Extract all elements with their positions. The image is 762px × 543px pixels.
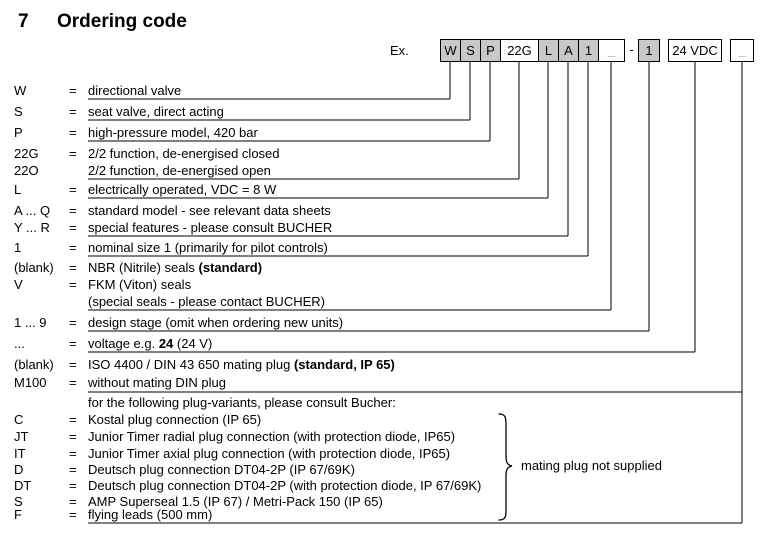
code-box-1: 1	[578, 39, 599, 62]
code-box-22g: 22G	[500, 39, 539, 62]
code-description: Junior Timer axial plug connection (with…	[88, 446, 451, 461]
code-value: 22O	[14, 163, 39, 178]
code-value: JT	[14, 429, 29, 444]
code-value: IT	[14, 446, 26, 461]
code-description: seat valve, direct acting	[88, 104, 224, 119]
code-description: (special seals - please contact BUCHER)	[88, 294, 325, 309]
code-box-w: W	[440, 39, 461, 62]
equals-sign: =	[69, 375, 77, 390]
code-description: electrically operated, VDC = 8 W	[88, 182, 277, 197]
code-description: design stage (omit when ordering new uni…	[88, 315, 344, 330]
equals-sign: =	[69, 462, 77, 477]
equals-sign: =	[69, 277, 77, 292]
equals-sign: =	[69, 357, 77, 372]
equals-sign: =	[69, 315, 77, 330]
code-description: high-pressure model, 420 bar	[88, 125, 258, 140]
equals-sign: =	[69, 104, 77, 119]
code-description: Deutsch plug connection DT04-2P (IP 67/6…	[88, 462, 355, 477]
code-value: C	[14, 412, 24, 427]
code-description: directional valve	[88, 83, 182, 98]
code-description: Kostal plug connection (IP 65)	[88, 412, 262, 427]
code-description: voltage e.g. 24 (24 V)	[88, 336, 213, 351]
code-box-s: S	[460, 39, 481, 62]
code-value: D	[14, 462, 24, 477]
equals-sign: =	[69, 429, 77, 444]
code-box-seal-blank: _	[598, 39, 625, 62]
code-value: DT	[14, 478, 32, 493]
equals-sign: =	[69, 494, 77, 509]
equals-sign: =	[69, 220, 77, 235]
code-value: (blank)	[14, 260, 54, 275]
example-label: Ex.	[390, 43, 409, 58]
code-description: without mating DIN plug	[88, 375, 227, 390]
code-description: 2/2 function, de-energised closed	[88, 146, 280, 161]
code-description: NBR (Nitrile) seals (standard)	[88, 260, 263, 275]
code-value: (blank)	[14, 357, 54, 372]
code-description: special features - please consult BUCHER	[88, 220, 333, 235]
dash-separator: -	[629, 42, 634, 57]
code-box-a: A	[558, 39, 579, 62]
code-value: F	[14, 507, 22, 522]
code-description: standard model - see relevant data sheet…	[88, 203, 331, 218]
code-box-design-1: 1	[638, 39, 660, 62]
code-value: ...	[14, 336, 25, 351]
code-description: AMP Superseal 1.5 (IP 67) / Metri-Pack 1…	[88, 494, 383, 509]
code-value: S	[14, 104, 23, 119]
code-box-p: P	[480, 39, 501, 62]
equals-sign: =	[69, 336, 77, 351]
equals-sign: =	[69, 83, 77, 98]
code-value: P	[14, 125, 23, 140]
equals-sign: =	[69, 446, 77, 461]
equals-sign: =	[69, 182, 77, 197]
equals-sign: =	[69, 412, 77, 427]
code-box-l: L	[538, 39, 559, 62]
code-value: V	[14, 277, 23, 292]
code-box-plug-blank: _	[730, 39, 754, 62]
code-value: L	[14, 182, 22, 197]
code-value: 1 ... 9	[14, 315, 47, 330]
code-value: 22G	[14, 146, 39, 161]
brace-note: mating plug not supplied	[521, 458, 662, 473]
section-number: 7	[18, 11, 29, 32]
equals-sign: =	[69, 240, 77, 255]
code-description: ISO 4400 / DIN 43 650 mating plug (stand…	[88, 357, 395, 372]
equals-sign: =	[69, 203, 77, 218]
equals-sign: =	[69, 125, 77, 140]
code-description: flying leads (500 mm)	[88, 507, 213, 522]
code-value: M100	[14, 375, 47, 390]
code-description: FKM (Viton) seals	[88, 277, 192, 292]
code-value: A ... Q	[14, 203, 51, 218]
code-value: Y ... R	[14, 220, 50, 235]
code-description: Deutsch plug connection DT04-2P (with pr…	[88, 478, 482, 493]
code-value: W	[14, 83, 27, 98]
code-description: nominal size 1 (primarily for pilot cont…	[88, 240, 328, 255]
code-value: 1	[14, 240, 22, 255]
equals-sign: =	[69, 478, 77, 493]
brace	[498, 413, 513, 521]
code-description: Junior Timer radial plug connection (wit…	[88, 429, 456, 444]
code-box-voltage: 24 VDC	[668, 39, 722, 62]
page-title-text: Ordering code	[57, 11, 187, 32]
code-value: S	[14, 494, 23, 509]
equals-sign: =	[69, 260, 77, 275]
code-description: for the following plug-variants, please …	[88, 395, 396, 410]
code-description: 2/2 function, de-energised open	[88, 163, 271, 178]
equals-sign: =	[69, 507, 77, 522]
equals-sign: =	[69, 146, 77, 161]
